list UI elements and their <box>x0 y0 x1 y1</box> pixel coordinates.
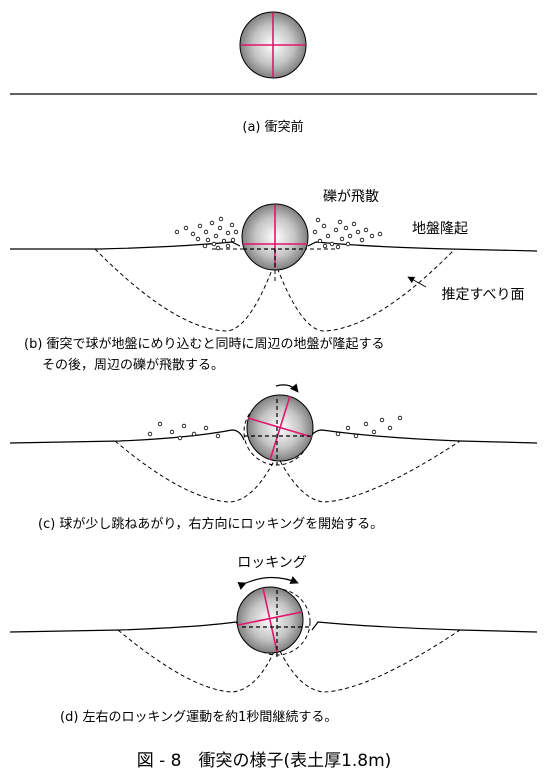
caption-b-line1: (b) 衝突で球が地盤にめり込むと同時に周辺の地盤が隆起する <box>24 336 385 352</box>
label-slip-surface: 推定すべり面 <box>441 287 524 303</box>
ground-surface-b <box>10 241 538 252</box>
rocking-arrow-d <box>237 576 299 590</box>
sphere-embedded <box>241 203 309 271</box>
slip-surface-d <box>117 629 461 693</box>
rotation-arrow-c <box>275 383 299 393</box>
gravel-left-b <box>174 216 239 251</box>
label-uplift: 地盤隆起 <box>412 221 468 237</box>
ground-surface-c <box>9 429 538 444</box>
caption-c: (c) 球が少し跳ねあがり，右方向にロッキングを開始する。 <box>38 516 383 532</box>
ground-surface-d <box>9 621 538 633</box>
label-scatter: 礫が飛散 <box>323 189 379 205</box>
panel-a: (a) 衝突前 <box>10 11 537 135</box>
slip-surface-c <box>114 440 461 503</box>
label-rocking: ロッキング <box>237 555 307 571</box>
gravel-right-c <box>335 415 403 439</box>
panel-c: (c) 球が少し跳ねあがり，右方向にロッキングを開始する。 <box>9 383 538 532</box>
slip-arrow <box>407 276 427 288</box>
gravel-right-b <box>312 217 383 250</box>
caption-d: (d) 左右のロッキング運動を約1秒間継続する。 <box>60 710 337 725</box>
panel-d: ロッキング (d) 左右のロッキング運動を約1秒間継続する。 <box>9 555 538 725</box>
sphere-before <box>239 11 307 79</box>
figure-title: 図 - 8 衝突の様子(表土厚1.8m) <box>137 751 392 771</box>
caption-b-line2: その後，周辺の礫が飛散する。 <box>42 357 224 373</box>
caption-a: (a) 衝突前 <box>242 119 303 135</box>
panel-b: 礫が飛散 地盤隆起 推定すべり面 (b) 衝突で球が地盤にめり込むと同時に周辺の… <box>10 189 538 373</box>
gravel-left-c <box>147 421 221 441</box>
sphere-rocking-c <box>244 394 314 465</box>
sphere-rocking-d <box>236 586 312 660</box>
